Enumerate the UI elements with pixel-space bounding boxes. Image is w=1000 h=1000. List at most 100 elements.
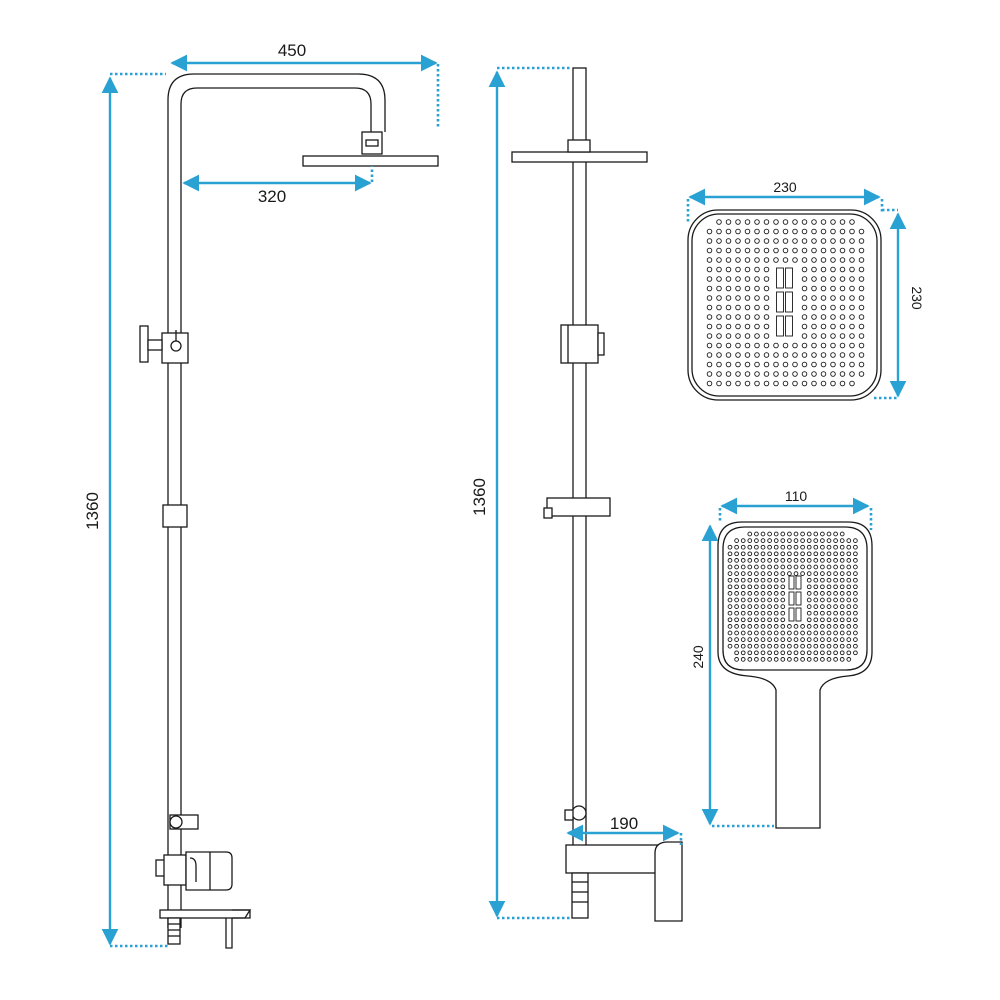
nozzle-icon — [727, 591, 733, 596]
nozzle-icon — [820, 538, 825, 543]
nozzle-icon — [706, 314, 713, 320]
nozzle-icon — [833, 630, 838, 636]
nozzle-icon — [846, 544, 852, 550]
nozzle-icon — [793, 571, 799, 576]
nozzle-icon — [853, 637, 858, 642]
nozzle-icon — [846, 643, 852, 649]
nozzle-icon — [747, 610, 753, 616]
nozzle-icon — [806, 571, 812, 576]
nozzle-icon — [780, 544, 786, 550]
nozzle-icon — [839, 591, 845, 596]
nozzle-icon — [760, 617, 766, 623]
nozzle-icon — [735, 219, 741, 225]
nozzle-icon — [734, 643, 739, 649]
nozzle-icon — [793, 650, 799, 656]
nozzle-icon — [787, 637, 792, 642]
nozzle-icon — [849, 247, 855, 254]
nozzle-icon — [839, 624, 845, 629]
nozzle-icon — [793, 630, 799, 636]
nozzle-icon — [793, 637, 799, 642]
nozzle-icon — [754, 352, 760, 358]
nozzle-icon — [735, 333, 741, 339]
nozzle-icon — [820, 285, 827, 292]
nozzle-icon — [773, 551, 779, 557]
nozzle-icon — [820, 571, 825, 576]
nozzle-icon — [826, 591, 832, 596]
nozzle-icon — [727, 643, 733, 649]
front-view: 450 320 1360 — [83, 41, 440, 949]
nozzle-icon — [806, 564, 812, 570]
nozzle-icon — [806, 610, 812, 616]
nozzle-icon — [839, 584, 845, 590]
front-hose-outlet — [169, 814, 199, 830]
nozzle-icon — [826, 610, 832, 616]
nozzle-icon — [716, 371, 722, 377]
nozzle-icon — [806, 630, 812, 636]
head-center-slots — [776, 267, 793, 337]
nozzle-icon — [833, 624, 838, 629]
nozzle-icon — [787, 544, 792, 550]
nozzle-icon — [716, 247, 722, 254]
nozzle-icon — [811, 247, 817, 254]
nozzle-icon — [754, 228, 760, 235]
dim-label-front-width: 450 — [278, 41, 306, 60]
nozzle-icon — [782, 342, 789, 349]
nozzle-icon — [826, 531, 832, 537]
nozzle-icon — [773, 643, 779, 649]
nozzle-icon — [740, 610, 746, 616]
nozzle-icon — [820, 584, 825, 590]
nozzle-icon — [846, 564, 852, 570]
nozzle-icon — [839, 551, 845, 557]
nozzle-icon — [813, 558, 819, 563]
nozzle-icon — [839, 380, 846, 387]
nozzle-icon — [826, 597, 832, 603]
side-view: 1360 190 — [470, 66, 683, 922]
nozzle-icon — [754, 624, 759, 629]
nozzle-icon — [858, 228, 865, 235]
nozzle-icon — [734, 538, 739, 543]
nozzle-icon — [773, 637, 779, 642]
nozzle-icon — [839, 544, 845, 550]
nozzle-icon — [725, 371, 732, 377]
nozzle-icon — [811, 333, 817, 339]
nozzle-icon — [747, 551, 753, 557]
nozzle-icon — [773, 630, 779, 636]
nozzle-icon — [801, 257, 808, 263]
nozzle-icon — [820, 617, 825, 623]
nozzle-icon — [780, 604, 786, 609]
nozzle-icon — [754, 630, 759, 636]
nozzle-icon — [727, 577, 733, 583]
nozzle-icon — [706, 380, 713, 387]
nozzle-icon — [735, 276, 741, 282]
nozzle-icon — [727, 564, 733, 570]
nozzle-icon — [763, 323, 770, 330]
nozzle-icon — [747, 564, 753, 570]
nozzle-icon — [787, 538, 792, 543]
nozzle-icon — [734, 544, 739, 550]
nozzle-icon — [754, 285, 760, 292]
nozzle-icon — [763, 257, 770, 263]
nozzle-icon — [806, 657, 812, 662]
nozzle-icon — [760, 538, 766, 543]
nozzle-icon — [820, 610, 825, 616]
nozzle-icon — [849, 333, 855, 339]
nozzle-icon — [806, 538, 812, 543]
nozzle-icon — [833, 604, 838, 609]
nozzle-icon — [734, 637, 739, 642]
nozzle-icon — [763, 276, 770, 282]
nozzle-icon — [806, 650, 812, 656]
nozzle-icon — [839, 617, 845, 623]
nozzle-icon — [706, 295, 713, 301]
nozzle-icon — [754, 380, 760, 387]
nozzle-icon — [811, 285, 817, 292]
nozzle-icon — [826, 538, 832, 543]
slot-icon — [776, 315, 784, 337]
dim-label-side-height: 1360 — [470, 478, 489, 516]
nozzle-icon — [826, 643, 832, 649]
nozzle-icon — [801, 314, 808, 320]
nozzle-icon — [716, 323, 722, 330]
nozzle-icon — [763, 219, 770, 225]
nozzle-icon — [727, 584, 733, 590]
nozzle-icon — [773, 352, 779, 358]
nozzle-icon — [830, 361, 836, 368]
